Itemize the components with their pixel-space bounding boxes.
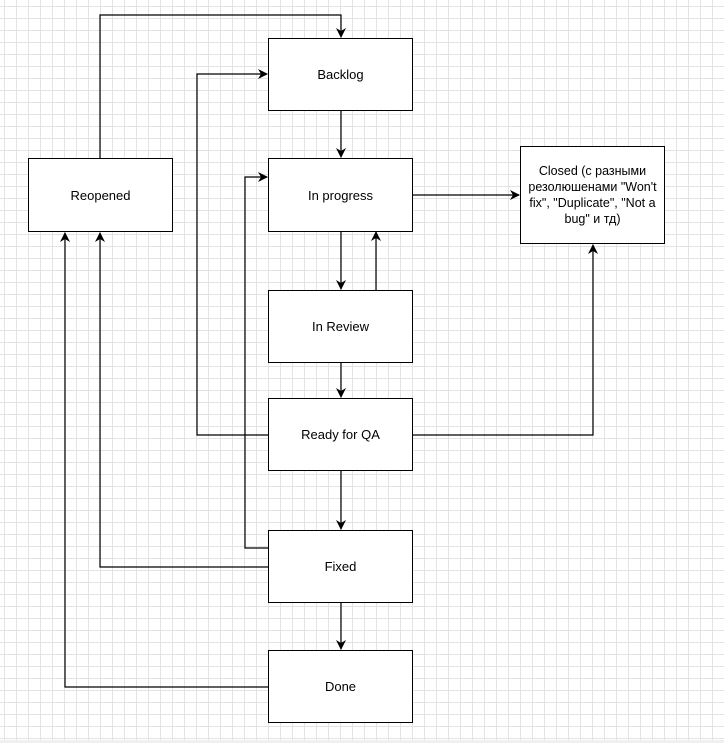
node-label: In progress xyxy=(307,187,374,203)
edge-fixed-to-inprogress xyxy=(244,172,268,549)
edge-readyforqa-to-closed xyxy=(412,244,598,436)
node-backlog[interactable]: Backlog xyxy=(268,38,413,111)
node-label: Closed (с разными резолюшенами "Won't fi… xyxy=(528,164,657,226)
node-label: Ready for QA xyxy=(301,427,380,442)
edge-fixed-to-reopened xyxy=(95,232,268,568)
node-done[interactable]: Done xyxy=(268,650,413,723)
horizontal-scrollbar[interactable] xyxy=(0,740,724,743)
node-in-progress[interactable]: In progress xyxy=(268,158,413,232)
node-label: Done xyxy=(324,679,357,694)
node-label: In Review xyxy=(311,319,370,334)
node-closed[interactable]: Closed (с разными резолюшенами "Won't fi… xyxy=(520,146,665,244)
node-label: Backlog xyxy=(317,67,364,82)
edge-readyforqa-to-backlog xyxy=(196,69,268,436)
node-label: Fixed xyxy=(324,559,357,574)
node-fixed[interactable]: Fixed xyxy=(268,530,413,603)
node-in-review[interactable]: In Review xyxy=(268,290,413,363)
node-reopened[interactable]: Reopened xyxy=(28,158,173,232)
edge-reopened-to-backlog xyxy=(99,14,346,158)
node-label: Reopened xyxy=(70,187,131,203)
edge-done-to-reopened xyxy=(60,232,268,688)
node-ready-for-qa[interactable]: Ready for QA xyxy=(268,398,413,471)
